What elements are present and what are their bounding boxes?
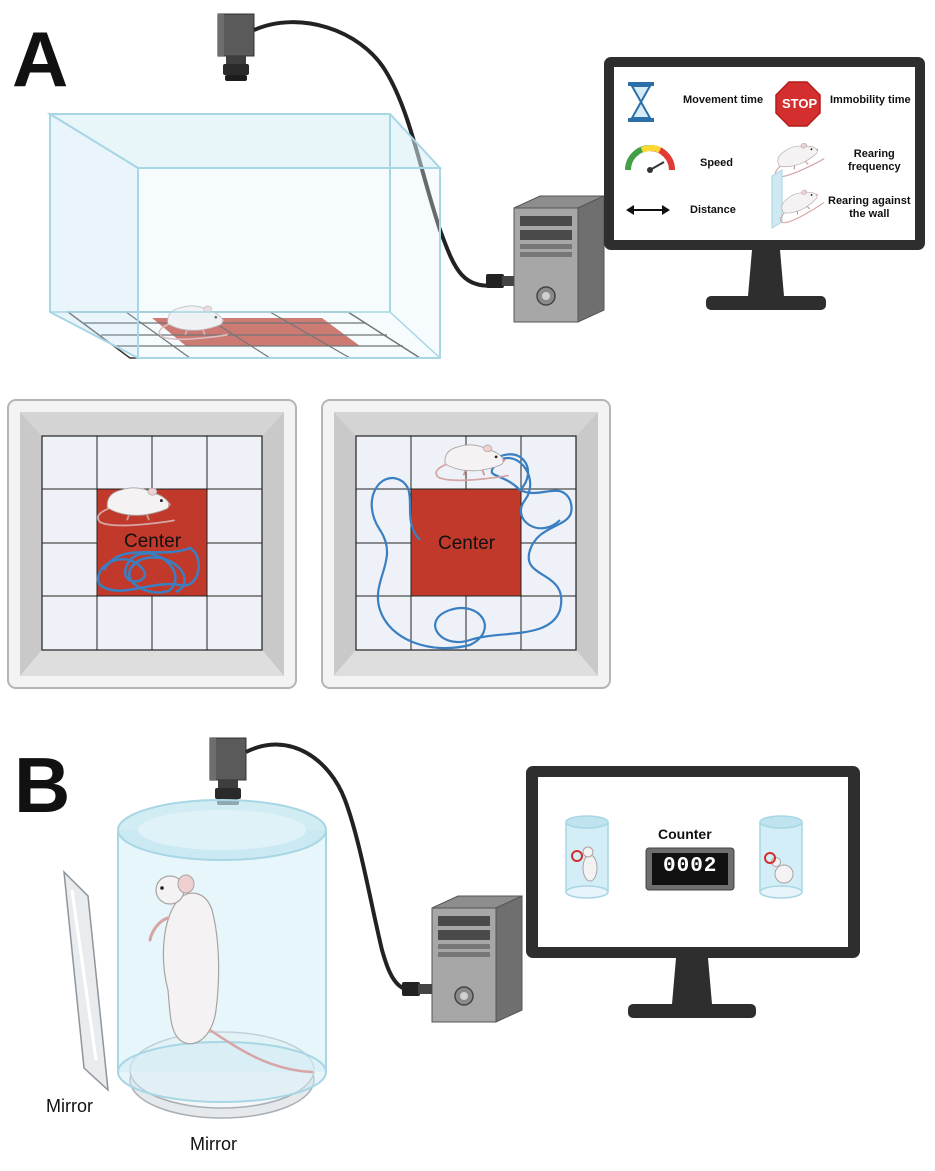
metric-movement-time: Movement time (683, 94, 764, 106)
speedometer-icon (625, 145, 675, 173)
counter-display (645, 847, 735, 891)
metric-distance: Distance (690, 204, 736, 216)
mirror-side (63, 869, 109, 1092)
mini-cylinder-right-icon (759, 815, 803, 899)
metric-rearing-wall-line2: the wall (849, 207, 890, 220)
metric-speed: Speed (700, 157, 734, 169)
panel-label-b: B (14, 741, 71, 829)
stop-sign-label: STOP (782, 96, 818, 111)
counter-title: Counter (658, 826, 712, 842)
arena-right (321, 399, 611, 689)
camera-cable-b (245, 742, 431, 994)
rat-wall-rearing-icon (771, 169, 826, 229)
mirror-label-bottom: Mirror (190, 1134, 237, 1154)
center-zone-right (410, 488, 522, 597)
track-left (96, 546, 200, 594)
cylinder (117, 799, 327, 1119)
camera-b (209, 737, 247, 806)
metric-immobility-time: Immobility time (830, 94, 911, 106)
double-arrow-icon (626, 205, 670, 215)
mini-cylinder-left-icon (565, 815, 609, 899)
stop-sign-icon (775, 81, 821, 127)
rearing-mouse (148, 874, 314, 1074)
computer-tower-b (402, 895, 523, 1023)
monitor-a (604, 57, 925, 310)
counter-value: 0002 (663, 855, 718, 878)
track-right (370, 453, 573, 650)
center-label-right: Center (438, 533, 496, 554)
computer-tower-a (486, 195, 605, 323)
camera-cable-a (253, 20, 501, 288)
metric-rearing-wall-line1: Rearing against (828, 195, 911, 207)
open-field-tank (46, 112, 443, 360)
metric-rearing-frequency-line2: frequency (848, 160, 901, 173)
hourglass-icon (628, 82, 654, 122)
monitor-b (526, 766, 860, 1018)
arena-left (7, 399, 297, 689)
center-label-left: Center (124, 531, 182, 552)
panel-label-a: A (12, 15, 69, 103)
metric-rearing-frequency: Rearing frequency (848, 148, 901, 173)
camera-a (217, 13, 255, 82)
metric-rearing-frequency-line1: Rearing (853, 148, 895, 160)
mirror-label-side: Mirror (46, 1096, 93, 1116)
metric-rearing-against-wall: Rearing against the wall (828, 195, 911, 220)
